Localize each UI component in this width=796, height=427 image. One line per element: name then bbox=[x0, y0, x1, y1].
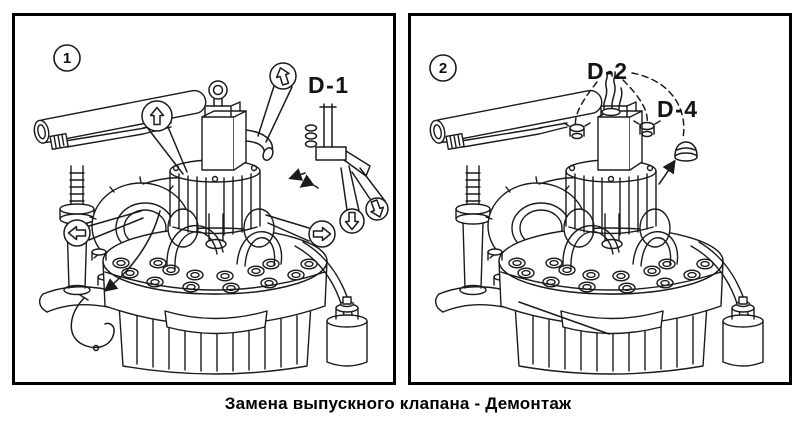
leader-line bbox=[88, 210, 144, 241]
step-number: 1 bbox=[63, 50, 71, 67]
screw-callout-up-icon bbox=[141, 100, 173, 132]
panel-step-2: 2 D-2 D-4 bbox=[408, 13, 792, 385]
panel-row: 1 D-1 bbox=[12, 13, 792, 385]
leader-line bbox=[257, 85, 293, 143]
lifted-valve-spindle-drawing bbox=[601, 70, 623, 117]
screw-callout-right-icon bbox=[308, 220, 336, 248]
hose-drawing bbox=[245, 129, 274, 161]
screw-callout-d1-icon bbox=[269, 62, 297, 90]
disassembly-overlays-step-2 bbox=[518, 70, 698, 335]
screw-callout-down-icon bbox=[339, 208, 365, 234]
step-number-badge: 2 bbox=[429, 54, 457, 82]
plug-part-left-drawing bbox=[563, 122, 591, 140]
disassembly-overlays-step-1 bbox=[63, 62, 389, 352]
eye-bolt-drawing bbox=[208, 80, 228, 107]
leader-line bbox=[351, 167, 386, 202]
step-number: 2 bbox=[439, 60, 447, 77]
technical-illustration-step-2: 2 D-2 D-4 bbox=[411, 54, 789, 382]
part-label-d4: D-4 bbox=[657, 96, 699, 122]
figure-caption: Замена выпускного клапана - Демонтаж bbox=[224, 394, 572, 413]
screw-callout-down2-icon bbox=[365, 197, 389, 221]
screw-callout-left-icon bbox=[63, 219, 91, 247]
panel-step-1: 1 D-1 bbox=[12, 13, 396, 385]
leader-line bbox=[340, 165, 360, 212]
step-number-badge: 1 bbox=[53, 44, 81, 72]
remove-arrow bbox=[103, 210, 161, 292]
turn-arrow bbox=[299, 174, 319, 189]
retaining-clip-drawing bbox=[70, 294, 115, 352]
pointer-line bbox=[518, 301, 610, 335]
push-arrow bbox=[288, 168, 306, 181]
leader-line bbox=[265, 214, 310, 242]
cap-part-drawing bbox=[674, 141, 698, 162]
technical-illustration-step-1: 1 D-1 bbox=[15, 44, 389, 382]
part-label-d2: D-2 bbox=[587, 58, 629, 84]
leader-line bbox=[145, 125, 188, 175]
pipe-clamp-detail-drawing bbox=[304, 103, 371, 177]
dashed-leader-lines bbox=[574, 72, 685, 139]
engine-assembly-drawing bbox=[428, 89, 763, 374]
lift-arrow bbox=[658, 159, 676, 185]
part-label-d1: D-1 bbox=[308, 72, 350, 98]
